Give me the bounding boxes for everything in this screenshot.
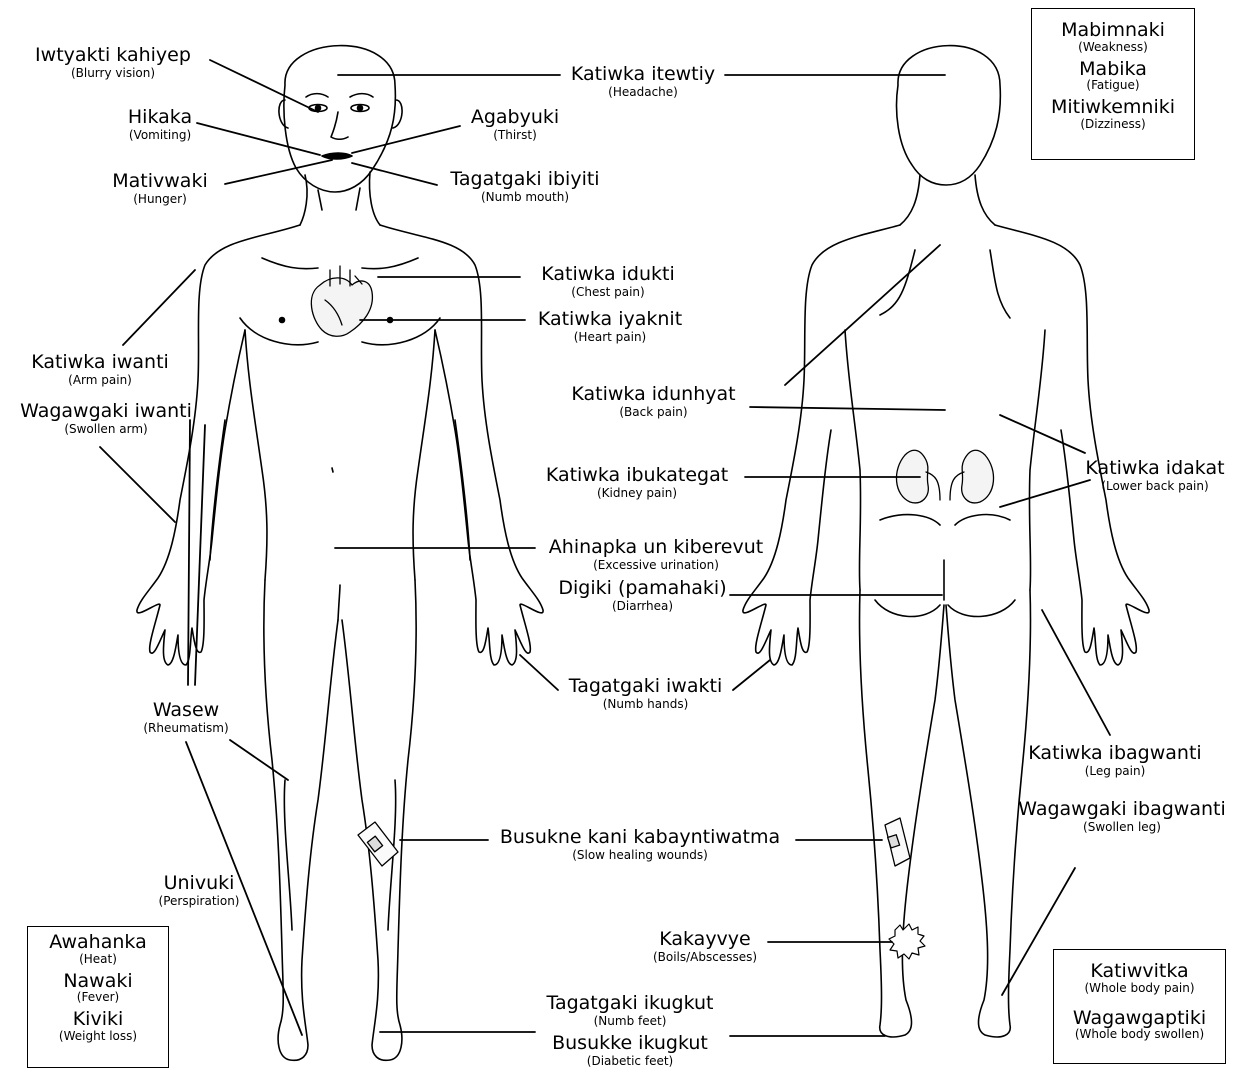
label-diarrhea: Digiki (pamahaki)(Diarrhea) <box>540 579 745 613</box>
label-back-pain: Katiwka idunhyat(Back pain) <box>556 385 751 419</box>
label-blurry-vision: Iwtyakti kahiyep(Blurry vision) <box>28 46 198 80</box>
systemic-symptoms-box: Awahanka(Heat) Nawaki(Fever) Kiviki(Weig… <box>27 926 169 1068</box>
label-swollen-arm: Wagawgaki iwanti(Swollen arm) <box>6 402 206 436</box>
label-numb-feet: Tagatgaki ikugkut(Numb feet) <box>528 994 732 1028</box>
label-rheumatism: Wasew(Rheumatism) <box>126 701 246 735</box>
label-perspiration: Univuki(Perspiration) <box>140 874 258 908</box>
box-item-dizziness: Mitiwkemniki(Dizziness) <box>1032 98 1194 131</box>
label-hunger: Mativwaki(Hunger) <box>100 172 220 206</box>
heart-icon <box>311 266 372 336</box>
label-vomiting: Hikaka(Vomiting) <box>110 108 210 142</box>
label-chest-pain: Katiwka idukti(Chest pain) <box>518 265 698 299</box>
box-item-whole-body-pain: Katiwvitka(Whole body pain) <box>1054 962 1225 995</box>
box-item-weight-loss: Kiviki(Weight loss) <box>28 1010 168 1043</box>
label-leg-pain: Katiwka ibagwanti(Leg pain) <box>1015 744 1215 778</box>
label-kidney-pain: Katiwka ibukategat(Kidney pain) <box>530 466 744 500</box>
label-diabetic-feet: Busukke ikugkut(Diabetic feet) <box>535 1034 725 1068</box>
label-heart-pain: Katiwka iyaknit(Heart pain) <box>520 310 700 344</box>
box-item-whole-body-swollen: Wagawgaptiki(Whole body swollen) <box>1054 1009 1225 1042</box>
box-item-fatigue: Mabika(Fatigue) <box>1032 60 1194 93</box>
whole-body-box: Katiwvitka(Whole body pain) Wagawgaptiki… <box>1053 949 1226 1064</box>
box-item-fever: Nawaki(Fever) <box>28 972 168 1005</box>
label-arm-pain: Katiwka iwanti(Arm pain) <box>12 353 188 387</box>
box-item-weakness: Mabimnaki(Weakness) <box>1032 21 1194 54</box>
boil-icon <box>889 924 925 959</box>
box-item-heat: Awahanka(Heat) <box>28 933 168 966</box>
general-symptoms-box: Mabimnaki(Weakness) Mabika(Fatigue) Miti… <box>1031 8 1195 160</box>
label-boils: Kakayvye(Boils/Abscesses) <box>640 930 770 964</box>
label-excessive-urination: Ahinapka un kiberevut(Excessive urinatio… <box>526 538 786 572</box>
back-body-outline <box>743 46 1149 1037</box>
label-thirst: Agabyuki(Thirst) <box>455 108 575 142</box>
label-headache: Katiwka itewtiy(Headache) <box>548 65 738 99</box>
label-numb-hands: Tagatgaki iwakti(Numb hands) <box>553 677 738 711</box>
label-slow-healing-wounds: Busukne kani kabayntiwatma(Slow healing … <box>486 828 794 862</box>
label-lower-back-pain: Katiwka idakat(Lower back pain) <box>1080 459 1230 493</box>
label-numb-mouth: Tagatgaki ibiyiti(Numb mouth) <box>430 170 620 204</box>
label-swollen-leg: Wagawgaki ibagwanti(Swollen leg) <box>1006 800 1238 834</box>
